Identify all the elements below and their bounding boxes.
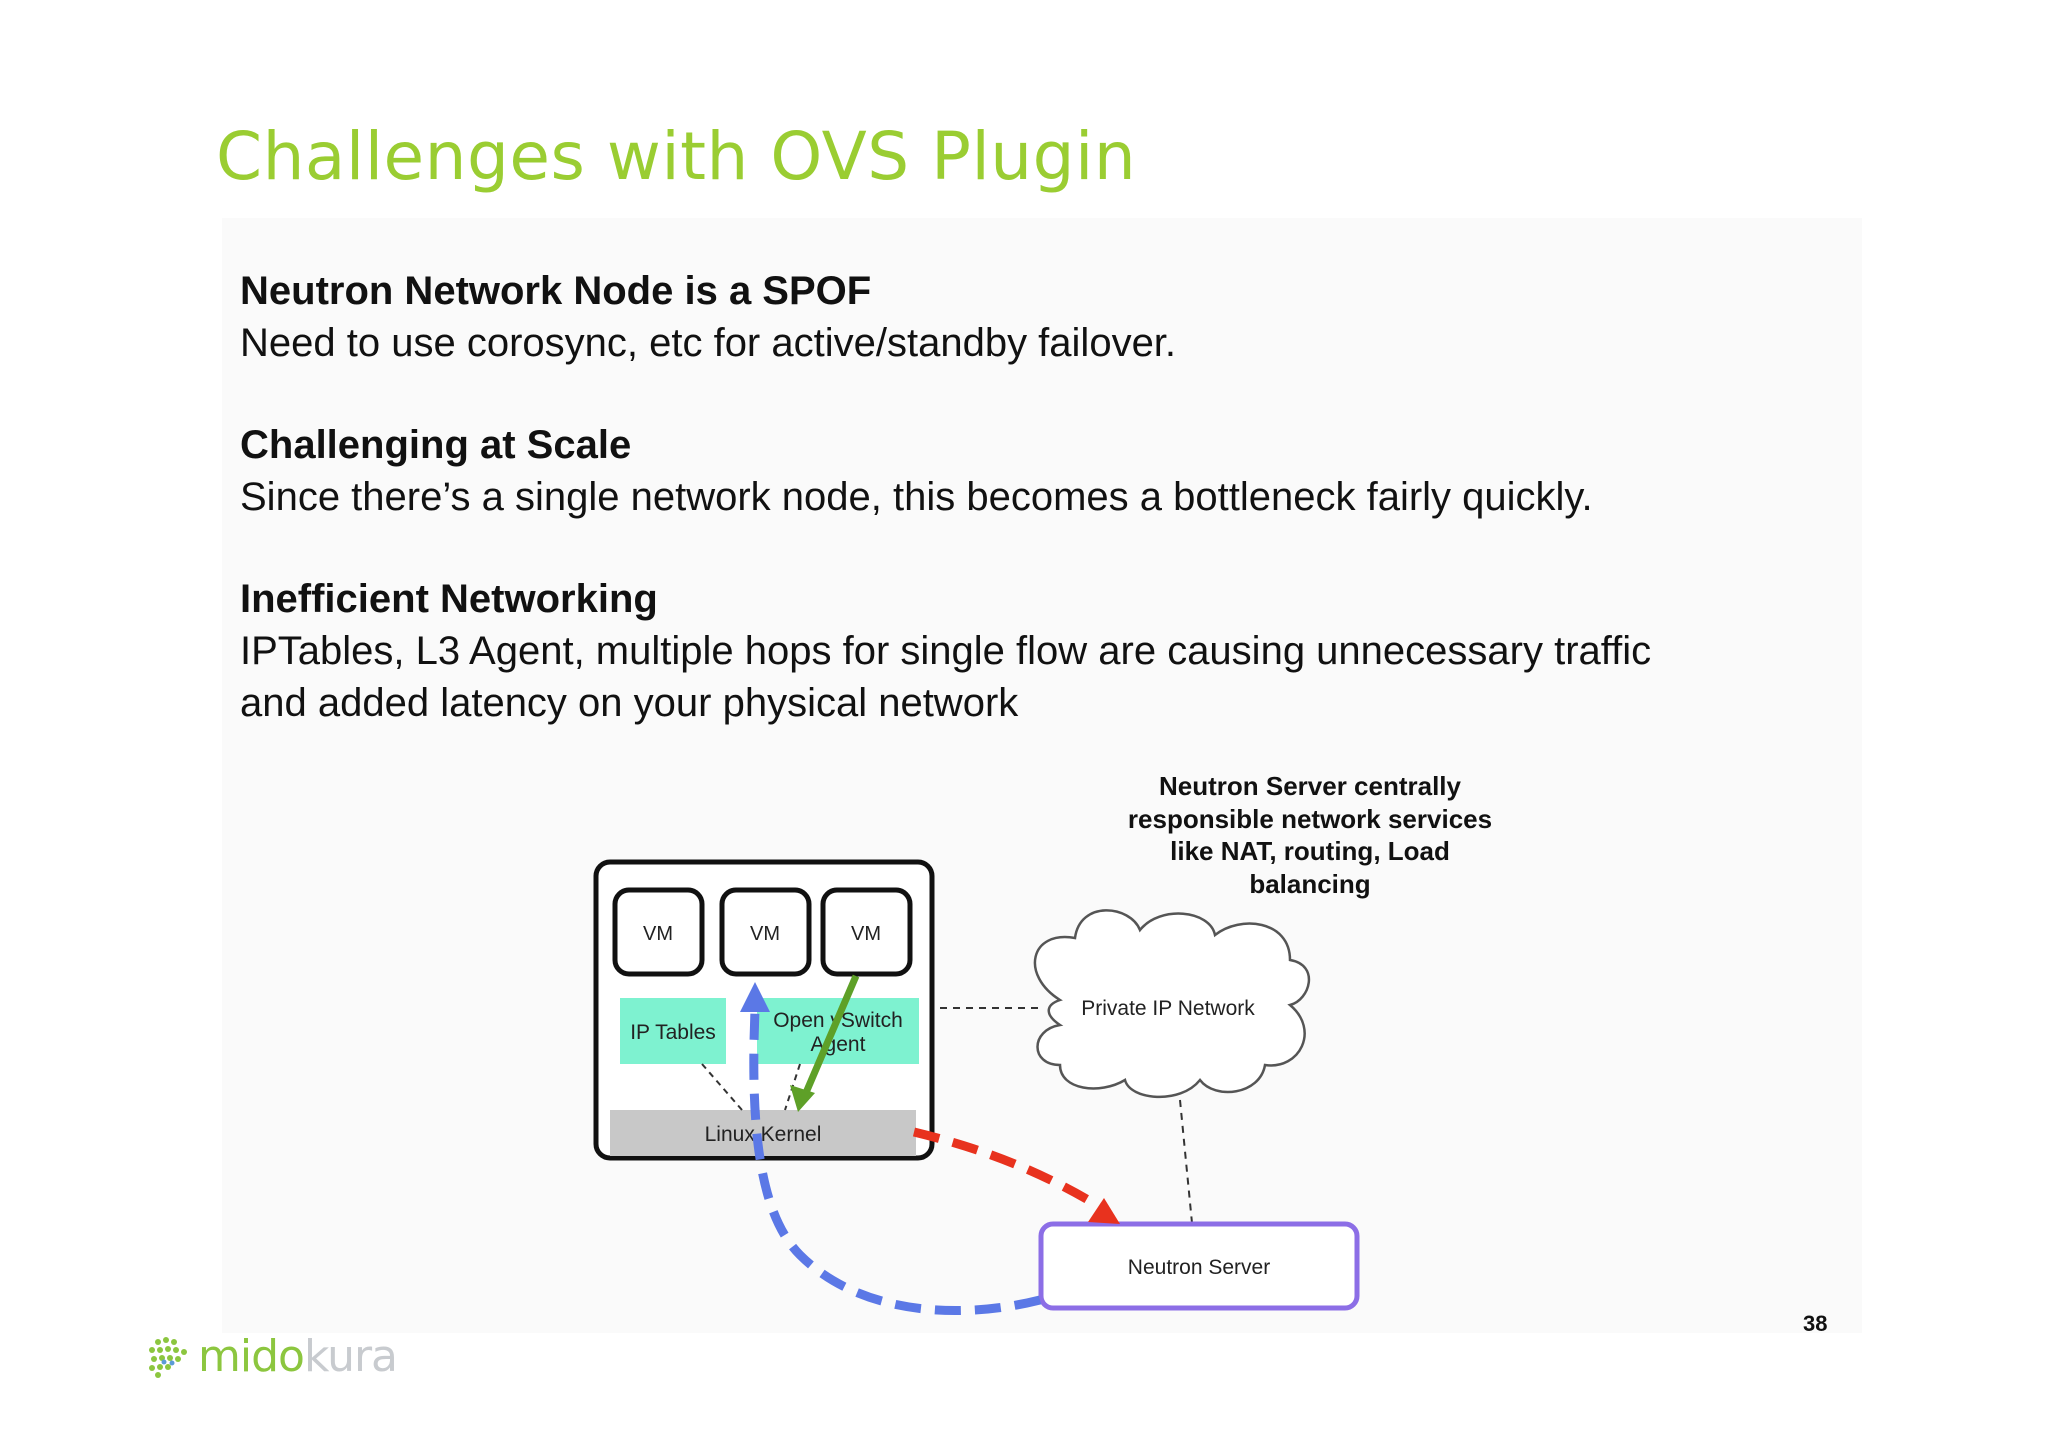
ovs-agent-label: Agent xyxy=(811,1033,866,1056)
diagram-caption-line: responsible network services xyxy=(1128,804,1492,834)
cloud-shape xyxy=(1033,909,1310,1099)
vm-box xyxy=(820,887,913,977)
vm-traffic-arrow xyxy=(801,974,860,1097)
arrow-head-icon xyxy=(790,1085,815,1112)
logo-wordmark: midokura xyxy=(198,1330,398,1382)
vm-label: VM xyxy=(851,923,881,945)
return-traffic-arrow xyxy=(749,1009,1042,1316)
ip-tables-box xyxy=(620,998,726,1064)
private-network-label: Private IP Network xyxy=(1081,997,1255,1020)
midokura-logo: midokura xyxy=(144,1330,398,1382)
bullet-heading: Inefficient Networking xyxy=(240,577,658,621)
vm-box xyxy=(612,887,705,977)
bullet-body: and added latency on your physical netwo… xyxy=(240,681,1019,725)
content-panel xyxy=(222,218,1862,1333)
bullet-body: Since there’s a single network node, thi… xyxy=(240,475,1593,519)
vm-label: VM xyxy=(643,923,673,945)
bullet-scale: Challenging at Scale Since there’s a sin… xyxy=(240,419,1593,523)
bullet-body: Need to use corosync, etc for active/sta… xyxy=(240,321,1177,365)
logo-dots-icon xyxy=(149,1337,187,1378)
ovs-agent-box xyxy=(757,998,919,1064)
diagram-caption-line: balancing xyxy=(1249,869,1370,899)
neutron-server-label: Neutron Server xyxy=(1128,1256,1270,1279)
logo-part: mido xyxy=(198,1330,305,1382)
linux-kernel-label: Linux Kernel xyxy=(705,1123,822,1146)
vm-label: VM xyxy=(750,923,780,945)
bullet-networking: Inefficient Networking IPTables, L3 Agen… xyxy=(240,573,1651,729)
diagram-caption-line: like NAT, routing, Load xyxy=(1170,836,1450,866)
network-link xyxy=(1179,1099,1193,1224)
bullet-spof: Neutron Network Node is a SPOF Need to u… xyxy=(240,265,1176,369)
bullet-body: IPTables, L3 Agent, multiple hops for si… xyxy=(240,629,1652,673)
outbound-traffic-arrow xyxy=(912,1127,1108,1214)
bullet-heading: Challenging at Scale xyxy=(240,423,632,467)
bullet-heading: Neutron Network Node is a SPOF xyxy=(240,269,872,313)
ip-tables-label: IP Tables xyxy=(630,1021,716,1044)
vm-box xyxy=(719,887,812,977)
slide-title: Challenges with OVS Plugin xyxy=(216,118,1137,195)
neutron-server-box xyxy=(1038,1221,1360,1311)
arrow-head-icon xyxy=(740,982,770,1012)
logo-part: kura xyxy=(303,1330,398,1382)
arrow-head-icon xyxy=(1088,1198,1120,1224)
diagram-caption-line: Neutron Server centrally xyxy=(1159,771,1462,801)
page-number: 38 xyxy=(1803,1311,1828,1336)
